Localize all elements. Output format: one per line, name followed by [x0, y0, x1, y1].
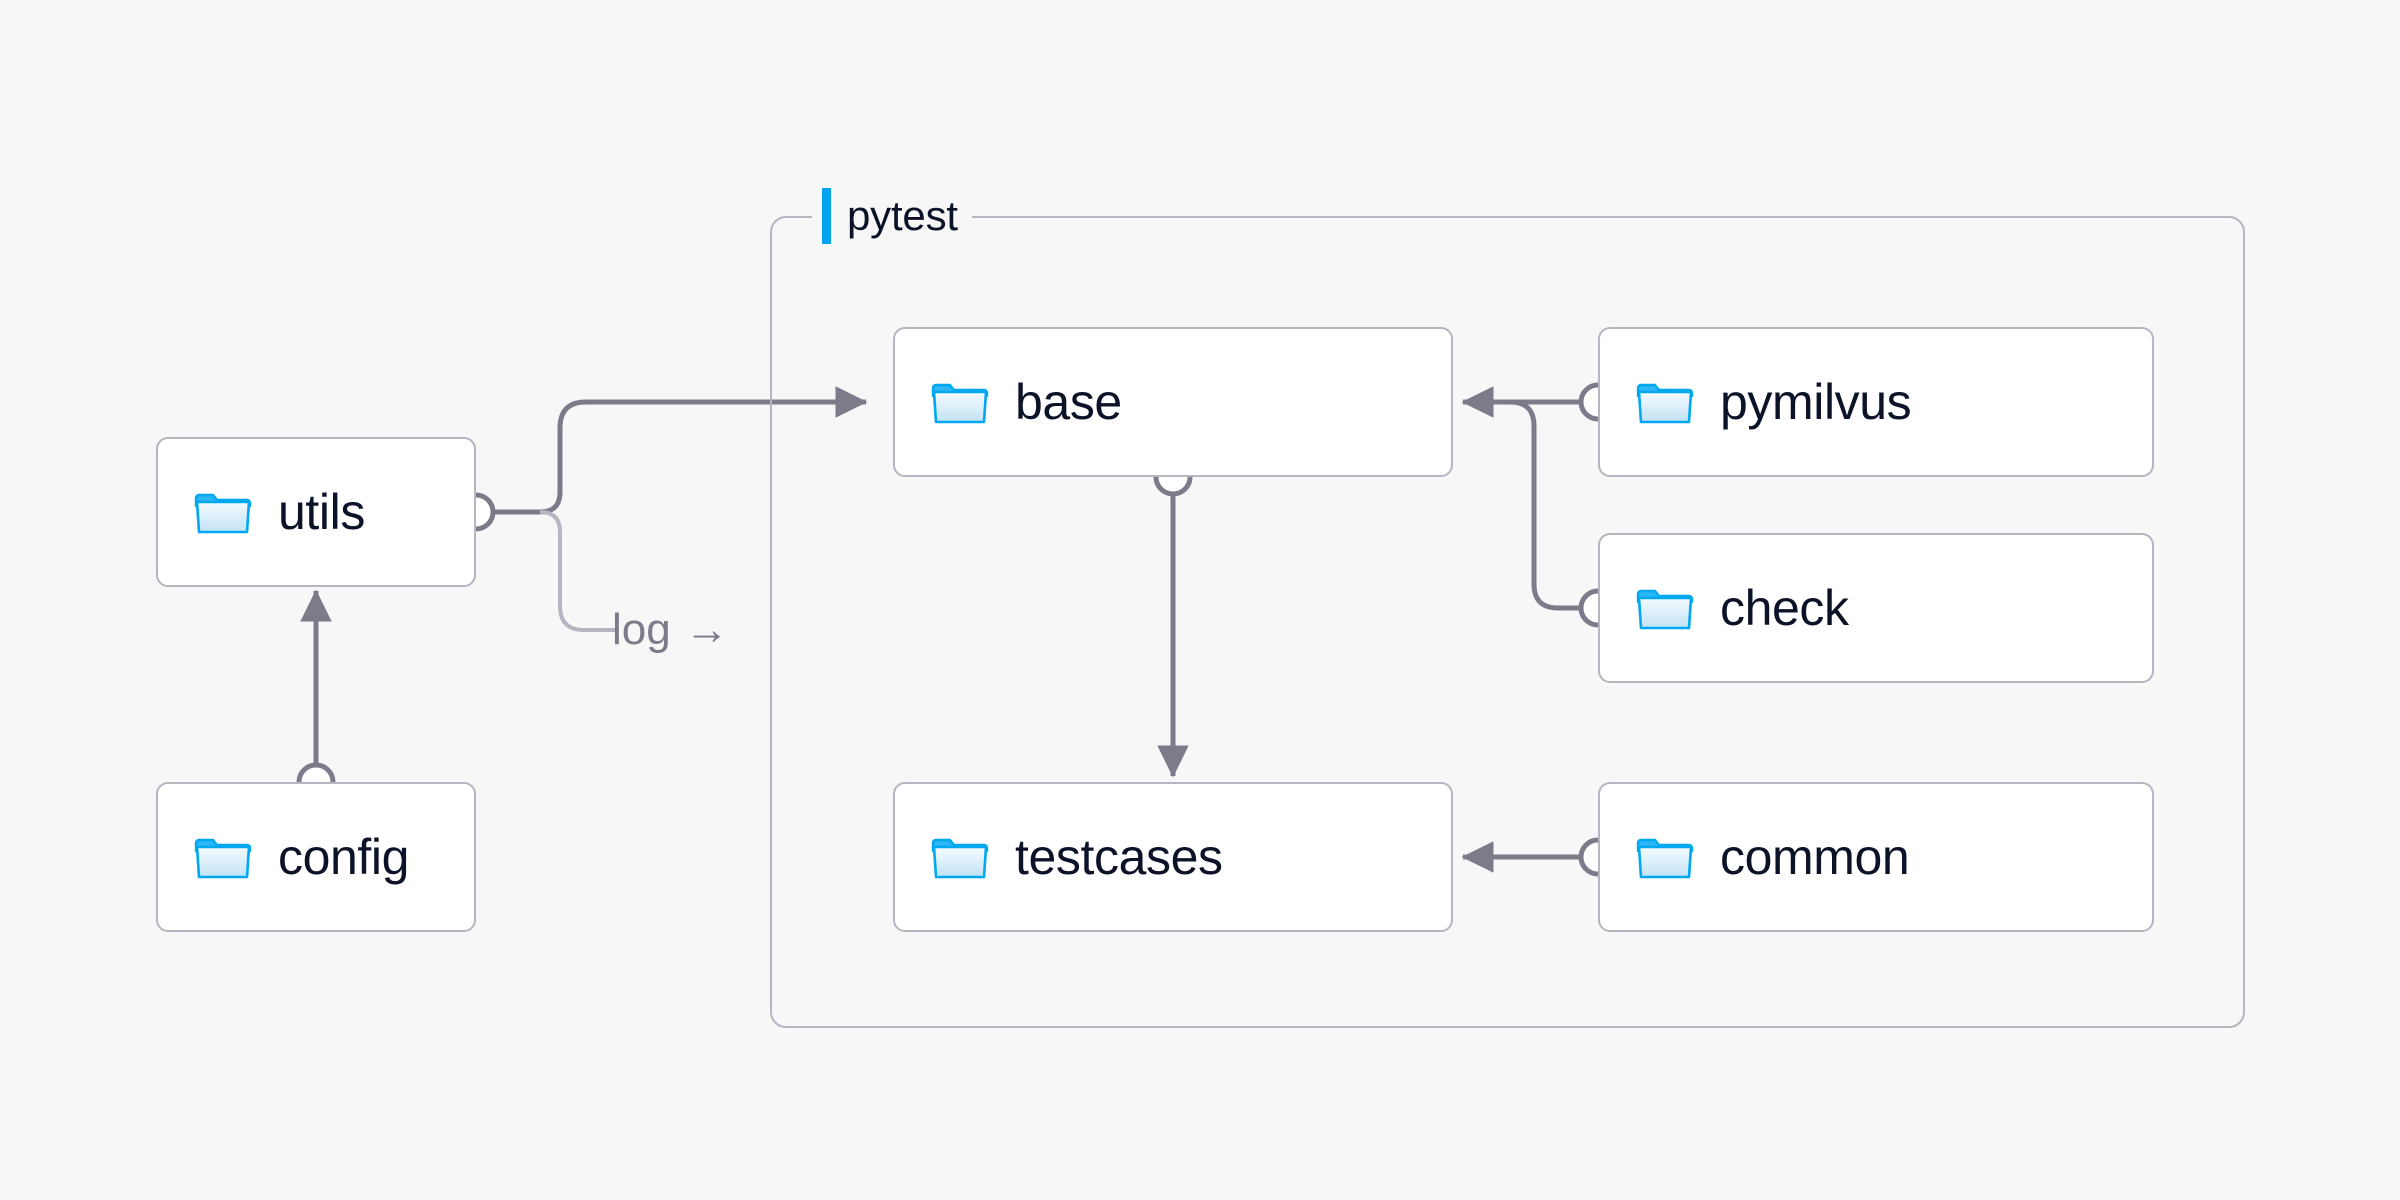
pytest-group-title-label: pytest	[847, 192, 958, 239]
folder-icon	[1636, 589, 1694, 630]
node-label: utils	[278, 484, 365, 540]
node-label: common	[1720, 829, 1910, 885]
node-pymilvus[interactable]: pymilvus	[1598, 327, 2154, 477]
node-label: pymilvus	[1720, 374, 1912, 430]
node-common[interactable]: common	[1598, 782, 2154, 932]
folder-icon	[931, 383, 989, 424]
node-utils[interactable]: utils	[156, 437, 476, 587]
node-label: base	[1015, 374, 1122, 430]
node-label: check	[1720, 580, 1849, 636]
edge-utils-branch	[456, 386, 868, 632]
edge-label-log-text: log	[612, 605, 671, 654]
edge-label-log: log →	[612, 608, 729, 652]
node-config[interactable]: config	[156, 782, 476, 932]
folder-icon	[931, 838, 989, 879]
node-label: config	[278, 829, 410, 885]
node-base[interactable]: base	[893, 327, 1453, 477]
node-check[interactable]: check	[1598, 533, 2154, 683]
node-label: testcases	[1015, 829, 1223, 885]
folder-icon	[194, 493, 252, 534]
node-testcases[interactable]: testcases	[893, 782, 1453, 932]
folder-icon	[1636, 838, 1694, 879]
folder-icon	[1636, 383, 1694, 424]
pytest-group-title: pytest	[812, 185, 972, 247]
edge-config-to-utils	[296, 589, 336, 802]
arrow-right-icon: →	[684, 605, 729, 654]
folder-icon	[194, 838, 252, 879]
pytest-group-frame	[770, 216, 2245, 1028]
accent-bar-icon	[822, 188, 831, 244]
